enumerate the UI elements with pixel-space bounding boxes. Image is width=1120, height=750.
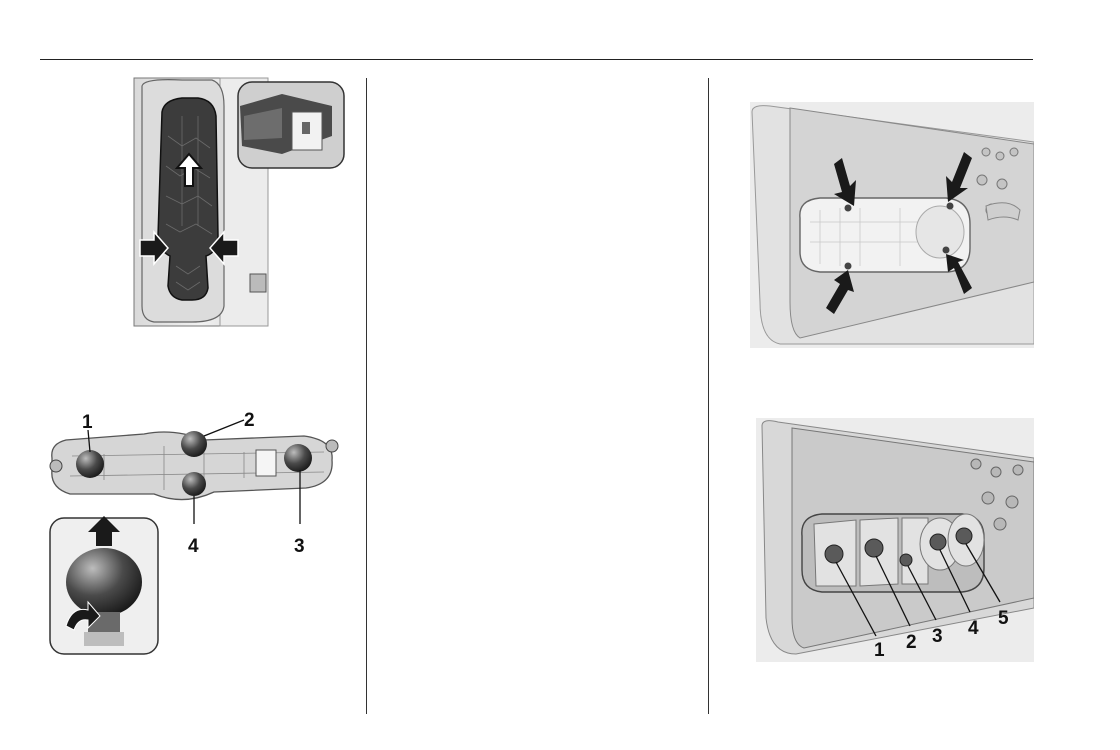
bulb-removal-inset: [49, 516, 159, 655]
squeeze-left-arrow-icon: [139, 230, 169, 266]
bulb-carrier: [157, 97, 219, 301]
column-divider-left: [366, 78, 367, 714]
bulb-4: [182, 472, 206, 496]
bulb-1: [76, 450, 104, 478]
callout-3: 3: [294, 536, 305, 557]
bulb-4: [929, 533, 947, 551]
pull-up-arrow-icon: [88, 516, 120, 546]
callout-3: 3: [932, 626, 943, 647]
column-divider-right: [708, 78, 709, 714]
screw-arrow-top-right-icon: [946, 152, 972, 202]
squeeze-right-arrow-icon: [209, 230, 239, 266]
bulb-1: [824, 544, 844, 564]
bulb-5: [955, 527, 973, 545]
bulb-2: [864, 538, 884, 558]
callout-4: 4: [188, 536, 199, 557]
header-rule: [40, 59, 1033, 60]
screw-arrow-bottom-right-icon: [946, 254, 972, 294]
rotate-arrow-icon: [65, 600, 101, 631]
clip-detail-inset: [237, 81, 345, 169]
bulb-3: [284, 444, 312, 472]
bulb-3: [899, 553, 913, 567]
rear-lamp-bulbs-illustration: 1 2 3 4 5: [756, 418, 1034, 662]
callout-1: 1: [82, 412, 93, 433]
bulb-holder-illustration: 1 2 3 4: [49, 410, 339, 655]
callout-2: 2: [244, 410, 255, 431]
push-up-arrow-icon: [174, 152, 204, 187]
callout-1: 1: [874, 640, 885, 661]
bulb-2: [181, 431, 207, 457]
rear-lamp-screws-illustration: [750, 102, 1034, 348]
bulb-carrier-board: [51, 431, 333, 501]
callout-4: 4: [968, 618, 979, 639]
screw-arrow-top-left-icon: [834, 158, 856, 206]
callout-2: 2: [906, 632, 917, 653]
tail-lamp-removal-illustration: [133, 77, 345, 327]
screw-arrow-bottom-left-icon: [826, 270, 854, 314]
callout-5: 5: [998, 608, 1009, 629]
